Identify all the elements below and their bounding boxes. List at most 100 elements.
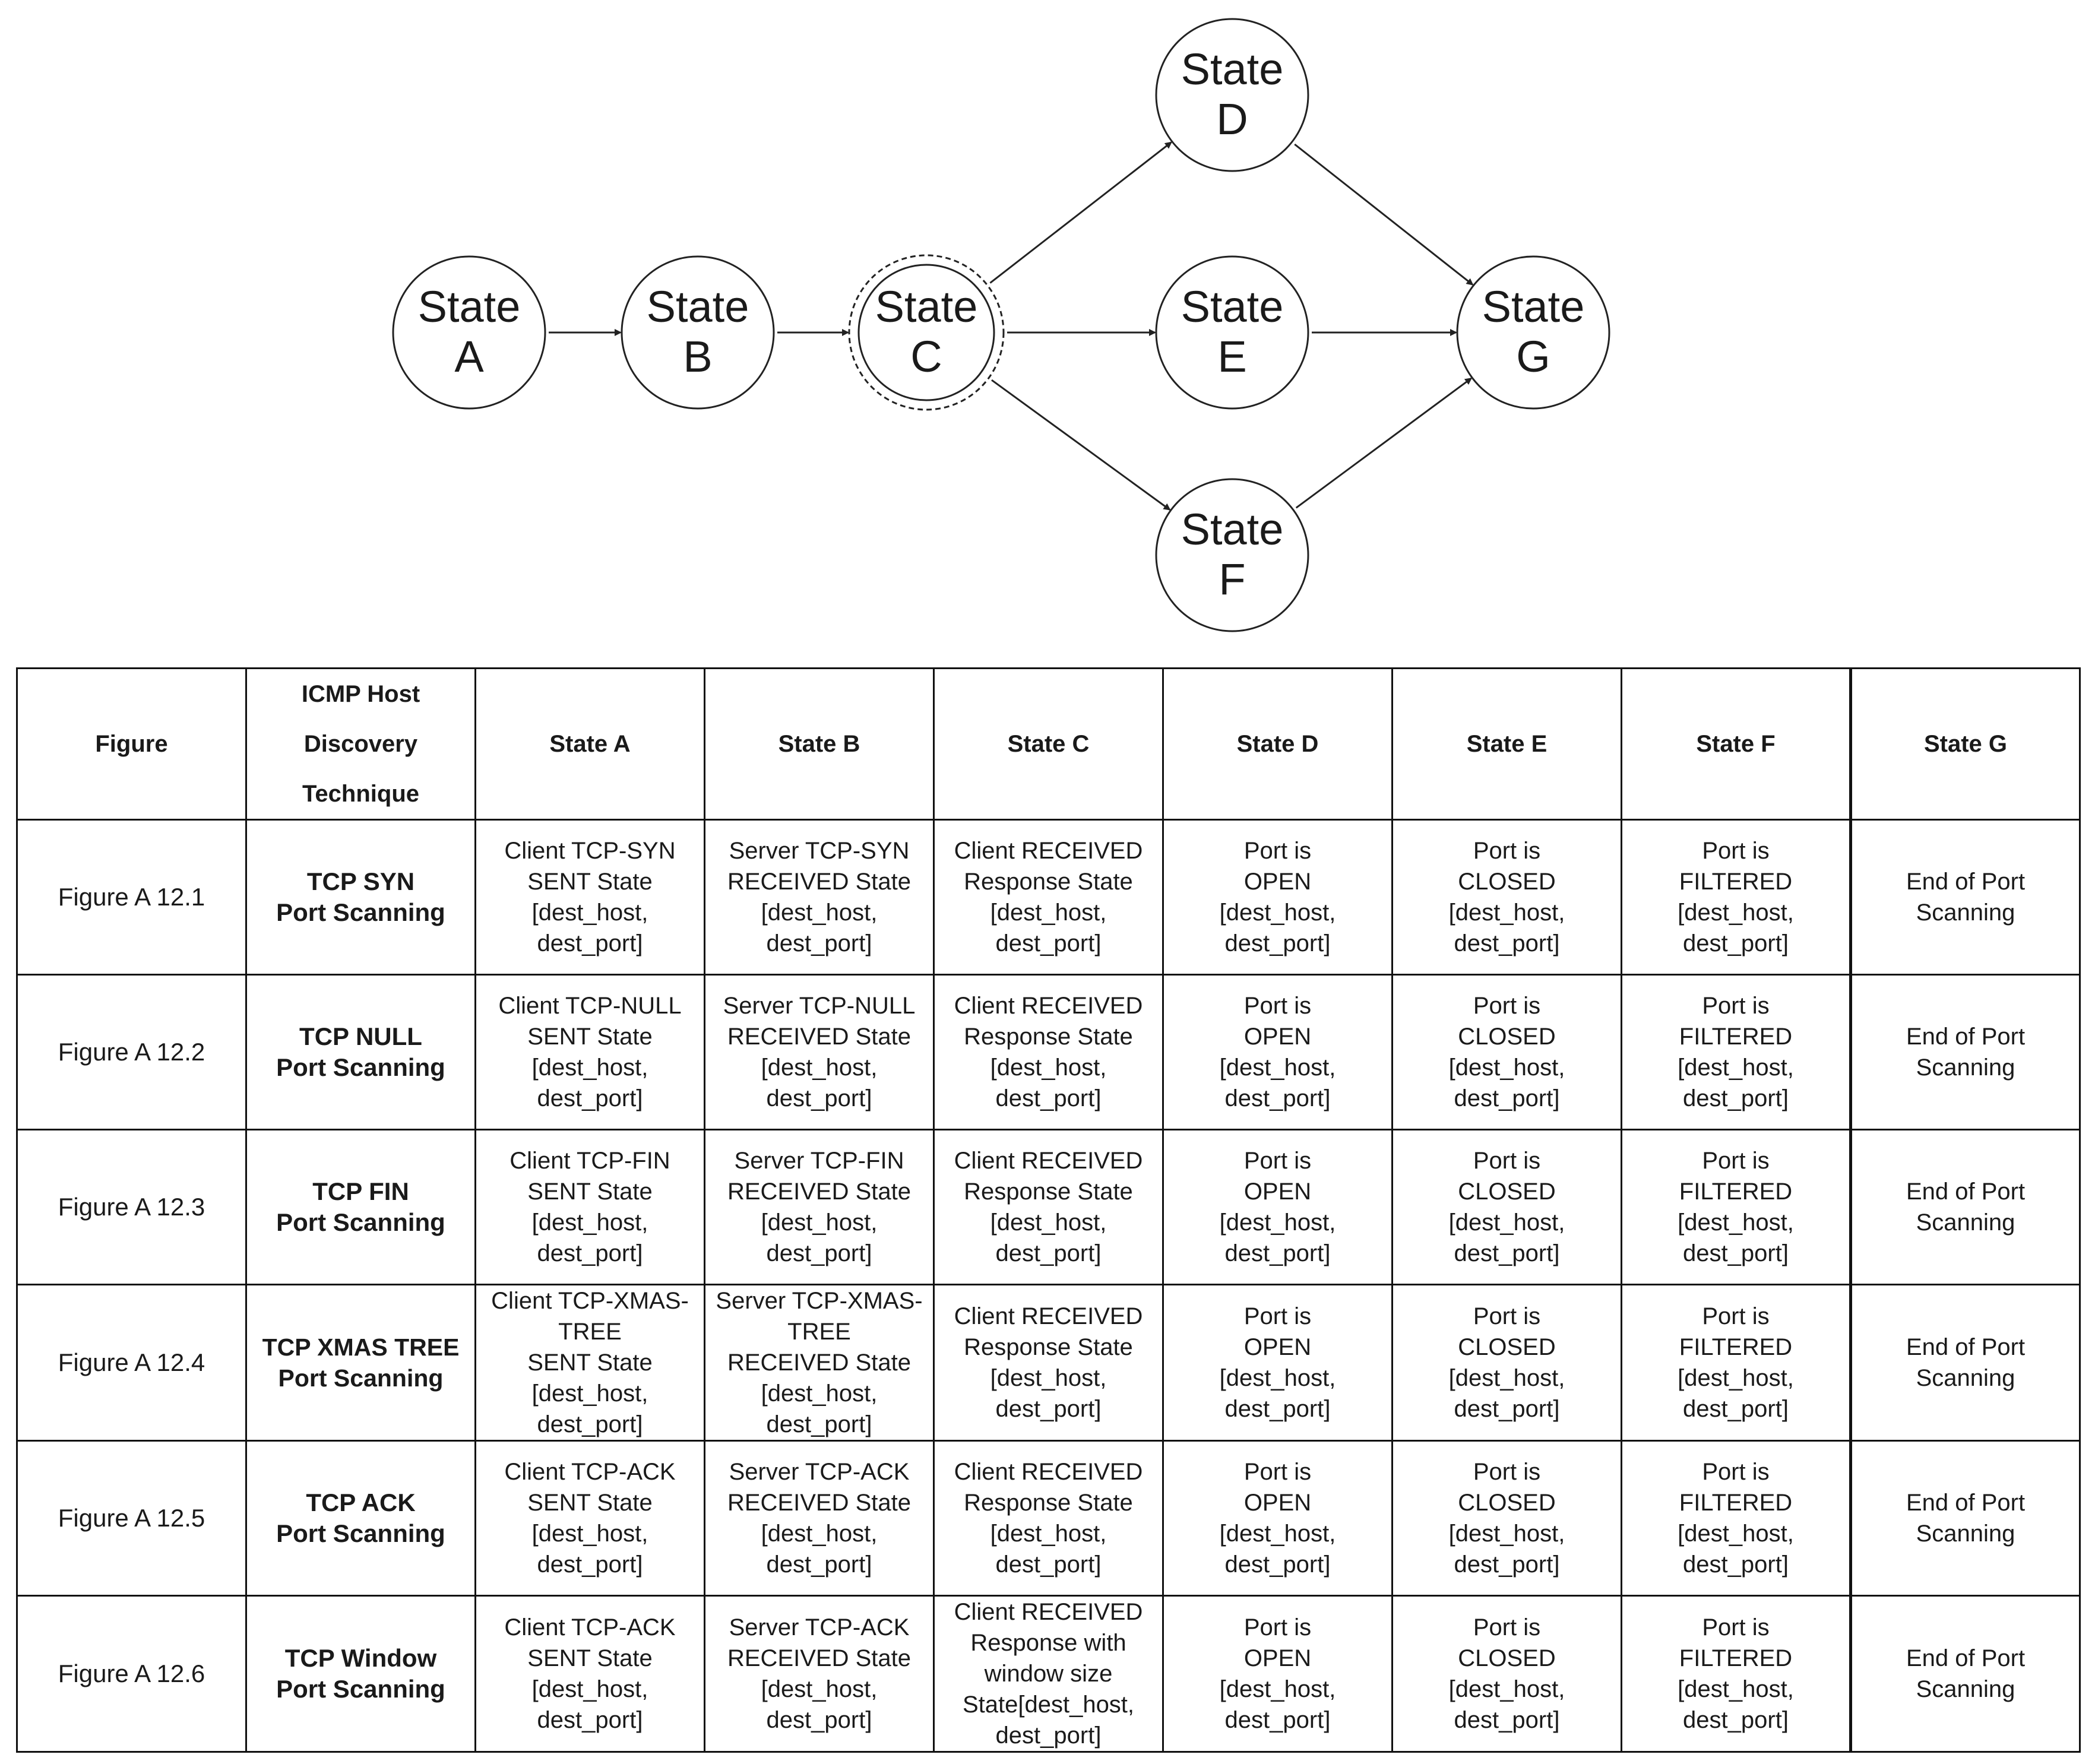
state-f-cell: Port is FILTERED [dest_host, dest_port] — [1621, 1440, 1852, 1597]
table-row: Figure A 12.2 TCP NULL Port Scanning Cli… — [16, 974, 2081, 1130]
technique-cell: TCP ACK Port Scanning — [245, 1440, 476, 1597]
header-technique: ICMP Host Discovery Technique — [245, 667, 476, 821]
state-b-cell: Server TCP-FIN RECEIVED State [dest_host… — [704, 1129, 935, 1285]
state-c-cell: Client RECEIVED Response with window siz… — [933, 1595, 1164, 1753]
state-d-cell: Port is OPEN [dest_host, dest_port] — [1162, 1595, 1393, 1753]
state-c-cell: Client RECEIVED Response State [dest_hos… — [933, 974, 1164, 1130]
diagram-nodes: StateAStateBStateCStateDStateEStateFStat… — [392, 18, 1610, 632]
state-node-outer-ring — [848, 254, 1005, 411]
state-g-cell: End of Port Scanning — [1849, 819, 2081, 976]
state-node-label-line2: C — [910, 332, 942, 381]
state-e-cell: Port is CLOSED [dest_host, dest_port] — [1391, 1284, 1622, 1442]
state-g-cell: End of Port Scanning — [1849, 1284, 2081, 1442]
technique-cell: TCP NULL Port Scanning — [245, 974, 476, 1130]
header-state-c: State C — [933, 667, 1164, 821]
state-f-cell: Port is FILTERED [dest_host, dest_port] — [1621, 974, 1852, 1130]
state-a-cell: Client TCP-XMAS- TREE SENT State [dest_h… — [474, 1284, 705, 1442]
state-g-cell: End of Port Scanning — [1849, 1595, 2081, 1753]
state-a-cell: Client TCP-NULL SENT State [dest_host, d… — [474, 974, 705, 1130]
state-c-cell: Client RECEIVED Response State [dest_hos… — [933, 1129, 1164, 1285]
state-node-label-line1: State — [418, 282, 521, 331]
technique-cell: TCP SYN Port Scanning — [245, 819, 476, 976]
state-g-cell: End of Port Scanning — [1849, 1440, 2081, 1597]
figure-cell: Figure A 12.4 — [16, 1284, 247, 1442]
state-b-cell: Server TCP-XMAS- TREE RECEIVED State [de… — [704, 1284, 935, 1442]
state-g-cell: End of Port Scanning — [1849, 974, 2081, 1130]
state-node-label-line1: State — [1181, 45, 1284, 94]
table-row: Figure A 12.4 TCP XMAS TREE Port Scannin… — [16, 1284, 2081, 1442]
state-a-cell: Client TCP-SYN SENT State [dest_host, de… — [474, 819, 705, 976]
state-node-label-line2: B — [683, 332, 712, 381]
diagram-edges — [549, 141, 1474, 511]
state-node-circle — [1155, 255, 1309, 410]
state-c-cell: Client RECEIVED Response State [dest_hos… — [933, 819, 1164, 976]
header-state-a: State A — [474, 667, 705, 821]
state-d-cell: Port is OPEN [dest_host, dest_port] — [1162, 974, 1393, 1130]
port-scanning-table-container: Figure ICMP Host Discovery Technique Sta… — [16, 667, 2081, 1753]
state-node-label-line1: State — [1181, 282, 1284, 331]
technique-cell: TCP FIN Port Scanning — [245, 1129, 476, 1285]
header-state-e: State E — [1391, 667, 1622, 821]
state-transition-diagram: StateAStateBStateCStateDStateEStateFStat… — [392, 18, 1610, 632]
state-d-cell: Port is OPEN [dest_host, dest_port] — [1162, 1440, 1393, 1597]
state-b-cell: Server TCP-SYN RECEIVED State [dest_host… — [704, 819, 935, 976]
state-node-label-line2: A — [454, 332, 484, 381]
state-node-circle — [392, 255, 546, 410]
header-state-f: State F — [1621, 667, 1852, 821]
state-g-cell: End of Port Scanning — [1849, 1129, 2081, 1285]
state-node-circle — [1456, 255, 1610, 410]
state-node-label-line1: State — [647, 282, 749, 331]
table-row: Figure A 12.6 TCP Window Port Scanning C… — [16, 1595, 2081, 1753]
figure-cell: Figure A 12.5 — [16, 1440, 247, 1597]
figure-cell: Figure A 12.2 — [16, 974, 247, 1130]
state-node-label-line2: F — [1219, 555, 1245, 604]
state-node-label-line1: State — [1482, 282, 1585, 331]
technique-cell: TCP XMAS TREE Port Scanning — [245, 1284, 476, 1442]
header-state-g: State G — [1849, 667, 2081, 821]
state-c-cell: Client RECEIVED Response State [dest_hos… — [933, 1440, 1164, 1597]
state-f-cell: Port is FILTERED [dest_host, dest_port] — [1621, 1595, 1852, 1753]
state-f-cell: Port is FILTERED [dest_host, dest_port] — [1621, 819, 1852, 976]
figure-cell: Figure A 12.1 — [16, 819, 247, 976]
state-node-circle — [1155, 478, 1309, 632]
figure-cell: Figure A 12.6 — [16, 1595, 247, 1753]
table-row: Figure A 12.5 TCP ACK Port Scanning Clie… — [16, 1440, 2081, 1597]
technique-cell: TCP Window Port Scanning — [245, 1595, 476, 1753]
state-b-cell: Server TCP-ACK RECEIVED State [dest_host… — [704, 1440, 935, 1597]
state-b-cell: Server TCP-ACK RECEIVED State [dest_host… — [704, 1595, 935, 1753]
state-e-cell: Port is CLOSED [dest_host, dest_port] — [1391, 1595, 1622, 1753]
edge-d-to-g — [1294, 143, 1474, 286]
state-node-label-line2: G — [1516, 332, 1550, 381]
header-figure: Figure — [16, 667, 247, 821]
state-e-cell: Port is CLOSED [dest_host, dest_port] — [1391, 1440, 1622, 1597]
state-e-cell: Port is CLOSED [dest_host, dest_port] — [1391, 819, 1622, 976]
state-c-cell: Client RECEIVED Response State [dest_hos… — [933, 1284, 1164, 1442]
state-d-cell: Port is OPEN [dest_host, dest_port] — [1162, 1129, 1393, 1285]
state-e-cell: Port is CLOSED [dest_host, dest_port] — [1391, 974, 1622, 1130]
state-f-cell: Port is FILTERED [dest_host, dest_port] — [1621, 1129, 1852, 1285]
state-d-cell: Port is OPEN [dest_host, dest_port] — [1162, 819, 1393, 976]
state-a-cell: Client TCP-FIN SENT State [dest_host, de… — [474, 1129, 705, 1285]
port-scanning-table: Figure ICMP Host Discovery Technique Sta… — [16, 667, 2081, 1753]
state-b-cell: Server TCP-NULL RECEIVED State [dest_hos… — [704, 974, 935, 1130]
state-d-cell: Port is OPEN [dest_host, dest_port] — [1162, 1284, 1393, 1442]
state-e-cell: Port is CLOSED [dest_host, dest_port] — [1391, 1129, 1622, 1285]
table-header-row: Figure ICMP Host Discovery Technique Sta… — [16, 667, 2081, 821]
state-f-cell: Port is FILTERED [dest_host, dest_port] — [1621, 1284, 1852, 1442]
table-row: Figure A 12.1 TCP SYN Port Scanning Clie… — [16, 819, 2081, 976]
header-state-d: State D — [1162, 667, 1393, 821]
state-node-circle — [621, 255, 775, 410]
table-row: Figure A 12.3 TCP FIN Port Scanning Clie… — [16, 1129, 2081, 1285]
state-node-label-line1: State — [1181, 505, 1284, 554]
state-node-label-line2: D — [1216, 94, 1248, 144]
figure-cell: Figure A 12.3 — [16, 1129, 247, 1285]
edge-f-to-g — [1295, 378, 1473, 509]
edge-c-to-f — [991, 379, 1171, 511]
state-node-label-line1: State — [875, 282, 978, 331]
